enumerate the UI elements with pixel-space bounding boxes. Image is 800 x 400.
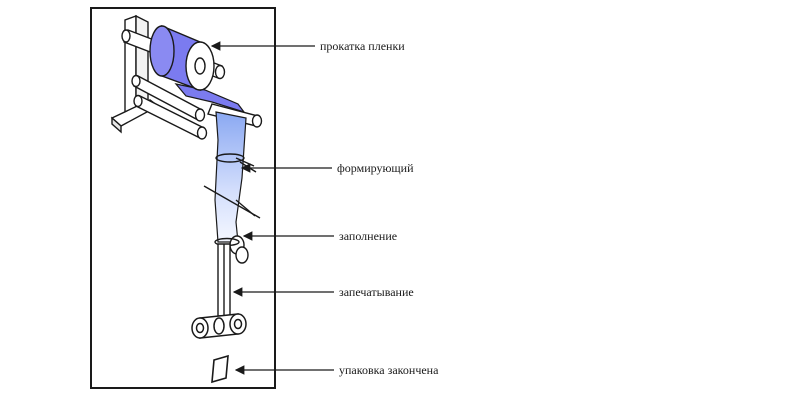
- film-roll: [121, 24, 226, 92]
- sealing-jaws: [191, 313, 247, 339]
- label-packed: упаковка закончена: [339, 363, 439, 377]
- leader-arrows: [210, 41, 334, 375]
- label-filling: заполнение: [339, 229, 397, 243]
- label-sealing: запечатывание: [339, 285, 414, 299]
- label-forming: формирующий: [337, 161, 414, 175]
- film-web: [174, 83, 246, 114]
- lower-tube: [217, 243, 231, 317]
- tube-guide-bars: [203, 185, 261, 264]
- finished-package: [211, 354, 229, 384]
- label-film-unwind: прокатка пленки: [320, 39, 405, 53]
